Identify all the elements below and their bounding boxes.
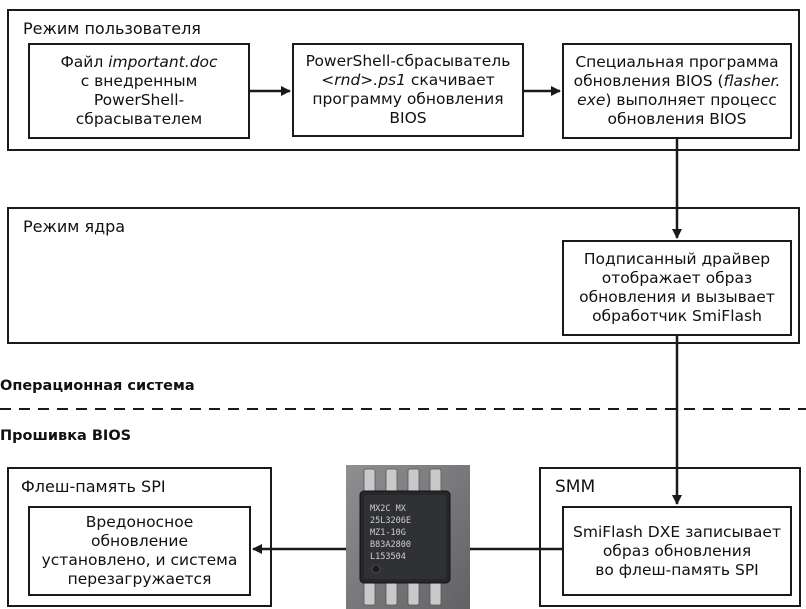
driver-line2: отображает образ bbox=[601, 269, 753, 287]
kernel-mode-label: Режим ядра bbox=[23, 217, 126, 236]
chip-marking-4: B83A2800 bbox=[370, 540, 411, 550]
box1-line3: сбрасывателем bbox=[75, 110, 203, 128]
spi-flash-label: Флеш-память SPI bbox=[21, 477, 166, 496]
box2-line2: скачивает bbox=[405, 71, 495, 89]
chip-marking-1: MX2C MX bbox=[370, 504, 407, 514]
update-line3: перезагружается bbox=[67, 570, 212, 588]
chip-marking-2: 25L3206E bbox=[370, 516, 411, 526]
smm-label: SMM bbox=[555, 477, 596, 497]
smm-line1: SmiFlash DXE записывает bbox=[573, 522, 781, 541]
signed-driver-box: Подписанный драйвер отображает образ обн… bbox=[562, 240, 792, 336]
bios-flasher-box: Специальная программа обновления BIOS (f… bbox=[562, 43, 792, 139]
box1-line2: с внедренным PowerShell- bbox=[80, 72, 198, 109]
box3-line2: обновления BIOS ( bbox=[573, 72, 724, 90]
box2-line1: PowerShell-сбрасыватель bbox=[305, 52, 511, 70]
smiflash-dxe-box: SmiFlash DXE записывает образ обновления… bbox=[562, 506, 792, 596]
chip-marking-3: MZ1-10G bbox=[370, 528, 406, 538]
update-line1: Вредоносное обновление bbox=[85, 513, 194, 550]
user-mode-label: Режим пользователя bbox=[23, 19, 201, 38]
box3-flasher-part2: exe bbox=[577, 91, 606, 109]
box3-flasher-part1: flasher. bbox=[723, 72, 781, 90]
smm-line3: во флеш-память SPI bbox=[595, 560, 759, 579]
malicious-update-box: Вредоносное обновление установлено, и си… bbox=[28, 506, 251, 596]
spi-chip-image: MX2C MX 25L3206E MZ1-10G B83A2800 L15350… bbox=[346, 465, 470, 609]
smm-line2: образ обновления bbox=[602, 541, 752, 560]
update-line2: установлено, и система bbox=[41, 551, 238, 569]
driver-line4: обработчик SmiFlash bbox=[592, 307, 762, 325]
box3-line4: обновления BIOS bbox=[607, 110, 747, 128]
os-label: Операционная система bbox=[0, 378, 195, 394]
driver-line3: обновления и вызывает bbox=[579, 288, 775, 306]
box3-line1: Специальная программа bbox=[575, 53, 779, 71]
box2-script-name: <rnd>.ps1 bbox=[321, 71, 406, 89]
box1-line1: Файл bbox=[60, 53, 109, 71]
box2-line4: BIOS bbox=[389, 109, 427, 127]
powershell-dropper-box: PowerShell-сбрасыватель <rnd>.ps1 скачив… bbox=[292, 43, 524, 137]
pin1-dot bbox=[371, 564, 381, 574]
bios-label: Прошивка BIOS bbox=[0, 428, 132, 444]
box2-line3: программу обновления bbox=[312, 90, 504, 108]
driver-line1: Подписанный драйвер bbox=[583, 250, 771, 268]
dropper-doc-box: Файл important.doc с внедренным PowerShe… bbox=[28, 43, 250, 139]
box3-line3: ) выполняет процесс bbox=[605, 91, 777, 109]
box1-filename: important.doc bbox=[108, 53, 218, 71]
chip-marking-5: L153504 bbox=[370, 552, 406, 562]
